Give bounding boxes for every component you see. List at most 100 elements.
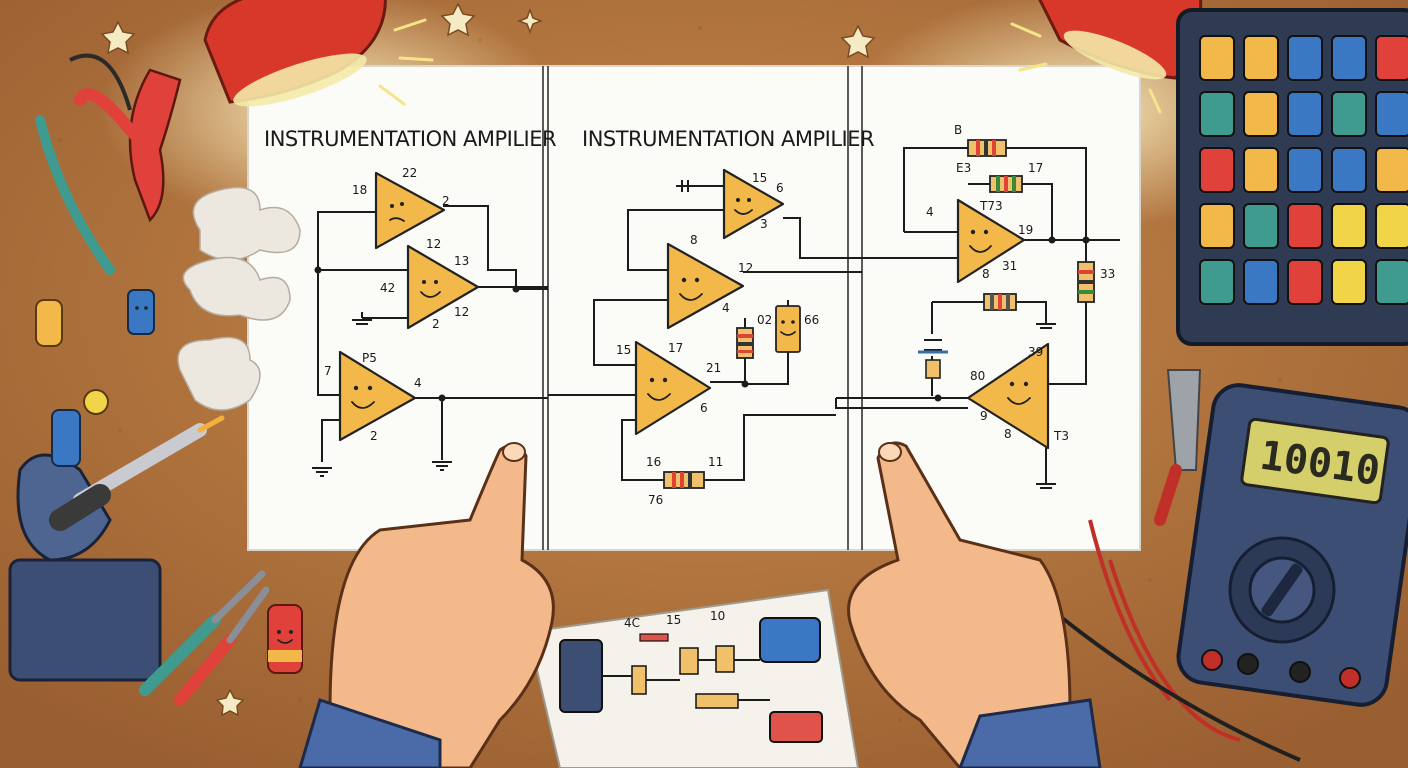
label: 4 xyxy=(926,205,934,219)
resistor-middle xyxy=(983,293,1017,311)
pliers-icon xyxy=(35,53,182,275)
label: 4C xyxy=(624,616,640,630)
label: 13 xyxy=(454,254,469,268)
lamp-rays xyxy=(378,18,1162,114)
star-icon xyxy=(100,2,876,717)
drawer-cell xyxy=(1331,35,1367,81)
label: 19 xyxy=(1018,223,1033,237)
pointing-hand-icon xyxy=(298,442,555,768)
label: 15 xyxy=(616,343,631,357)
label: 2 xyxy=(442,194,450,208)
resistor-vertical xyxy=(736,327,754,359)
label: 15 xyxy=(666,613,681,627)
schematic-right: B E3 17 4 T73 19 8 31 33 39 80 9 8 T3 xyxy=(835,123,1120,489)
opamp-left-middle xyxy=(406,244,480,330)
multimeter-icon: 10010 xyxy=(1038,369,1408,762)
label: 22 xyxy=(402,166,417,180)
label: 21 xyxy=(706,361,721,375)
drawer-cell xyxy=(1375,147,1408,193)
drawer-cell xyxy=(1375,91,1408,137)
label: 33 xyxy=(1100,267,1115,281)
drawer-cell xyxy=(1375,259,1408,305)
drawer-cell xyxy=(1331,203,1367,249)
label: 11 xyxy=(708,455,723,469)
drawer-cell xyxy=(1243,35,1279,81)
label: 42 xyxy=(380,281,395,295)
drawer-cell xyxy=(1199,259,1235,305)
label: 12 xyxy=(426,237,441,251)
schematic-middle: 15 6 3 8 12 4 02 66 15 17 21 6 16 11 76 xyxy=(548,168,868,507)
drawer-cell xyxy=(1243,91,1279,137)
opamp-middle-center xyxy=(666,242,745,330)
soldering-iron-icon xyxy=(8,415,225,682)
label: P5 xyxy=(362,351,377,365)
drawer-cell xyxy=(1199,147,1235,193)
opamp-left-bottom xyxy=(338,350,417,442)
label: 80 xyxy=(970,369,985,383)
opamp-middle-bottom xyxy=(634,340,712,436)
component-drawer-cells xyxy=(1199,35,1408,305)
capacitor-icon xyxy=(35,289,303,674)
label: 18 xyxy=(352,183,367,197)
schematic-middle-title: INSTRUMENTATION AMPILIER xyxy=(582,127,874,151)
opamp-middle-top xyxy=(722,168,785,240)
label: 2 xyxy=(432,317,440,331)
label: 2 xyxy=(370,429,378,443)
resistor-output xyxy=(1077,261,1095,303)
drawer-cell xyxy=(1375,35,1408,81)
drawer-cell xyxy=(1287,203,1323,249)
label: B xyxy=(954,123,962,137)
label: 9 xyxy=(980,409,988,423)
label: 3 xyxy=(760,217,768,231)
label: 12 xyxy=(454,305,469,319)
label: 17 xyxy=(1028,161,1043,175)
label: T3 xyxy=(1053,429,1069,443)
drawer-cell xyxy=(1199,35,1235,81)
resistor-horizontal xyxy=(663,471,705,489)
drawer-cell xyxy=(1199,203,1235,249)
label: 17 xyxy=(668,341,683,355)
drawer-cell xyxy=(1287,91,1323,137)
schematic-left-title: INSTRUMENTATION AMPILIER xyxy=(264,127,556,151)
drawer-cell xyxy=(1243,259,1279,305)
label: 15 xyxy=(752,171,767,185)
label: 6 xyxy=(776,181,784,195)
drawer-cell xyxy=(1287,35,1323,81)
label: 76 xyxy=(648,493,663,507)
opamp-left-top xyxy=(374,171,446,250)
opamp-right-top xyxy=(956,198,1026,284)
drawer-cell xyxy=(1199,91,1235,137)
label: 39 xyxy=(1028,345,1043,359)
label: 8 xyxy=(1004,427,1012,441)
label: E3 xyxy=(956,161,971,175)
pliers-icon xyxy=(139,570,270,706)
drawer-cell xyxy=(1331,147,1367,193)
desk-lamp-icon xyxy=(203,0,387,107)
drawer-cell xyxy=(1331,259,1367,305)
drawer-cell xyxy=(1331,91,1367,137)
drawer-cell xyxy=(1287,259,1323,305)
drawer-cell xyxy=(1243,147,1279,193)
drawer-cell xyxy=(1287,147,1323,193)
opamp-right-bottom xyxy=(966,342,1050,450)
label: T73 xyxy=(979,199,1003,213)
label: 16 xyxy=(646,455,661,469)
label: 10 xyxy=(710,609,725,623)
label: 6 xyxy=(700,401,708,415)
label: 02 xyxy=(757,313,772,327)
drawer-cell xyxy=(1243,203,1279,249)
resistor-feedback xyxy=(989,175,1023,193)
label: 8 xyxy=(690,233,698,247)
breadboard: 4C 15 10 xyxy=(526,588,860,768)
label: 7 xyxy=(324,364,332,378)
label: 4 xyxy=(722,301,730,315)
resistor-with-face xyxy=(775,305,801,353)
capacitor-right xyxy=(918,350,948,379)
drawer-cell xyxy=(1375,203,1408,249)
smoke xyxy=(177,186,301,411)
label: 4 xyxy=(414,376,422,390)
resistor-top xyxy=(967,139,1007,157)
label: 12 xyxy=(738,261,753,275)
schematic-left: 22 18 2 12 13 42 12 2 P5 7 4 2 xyxy=(312,166,548,477)
